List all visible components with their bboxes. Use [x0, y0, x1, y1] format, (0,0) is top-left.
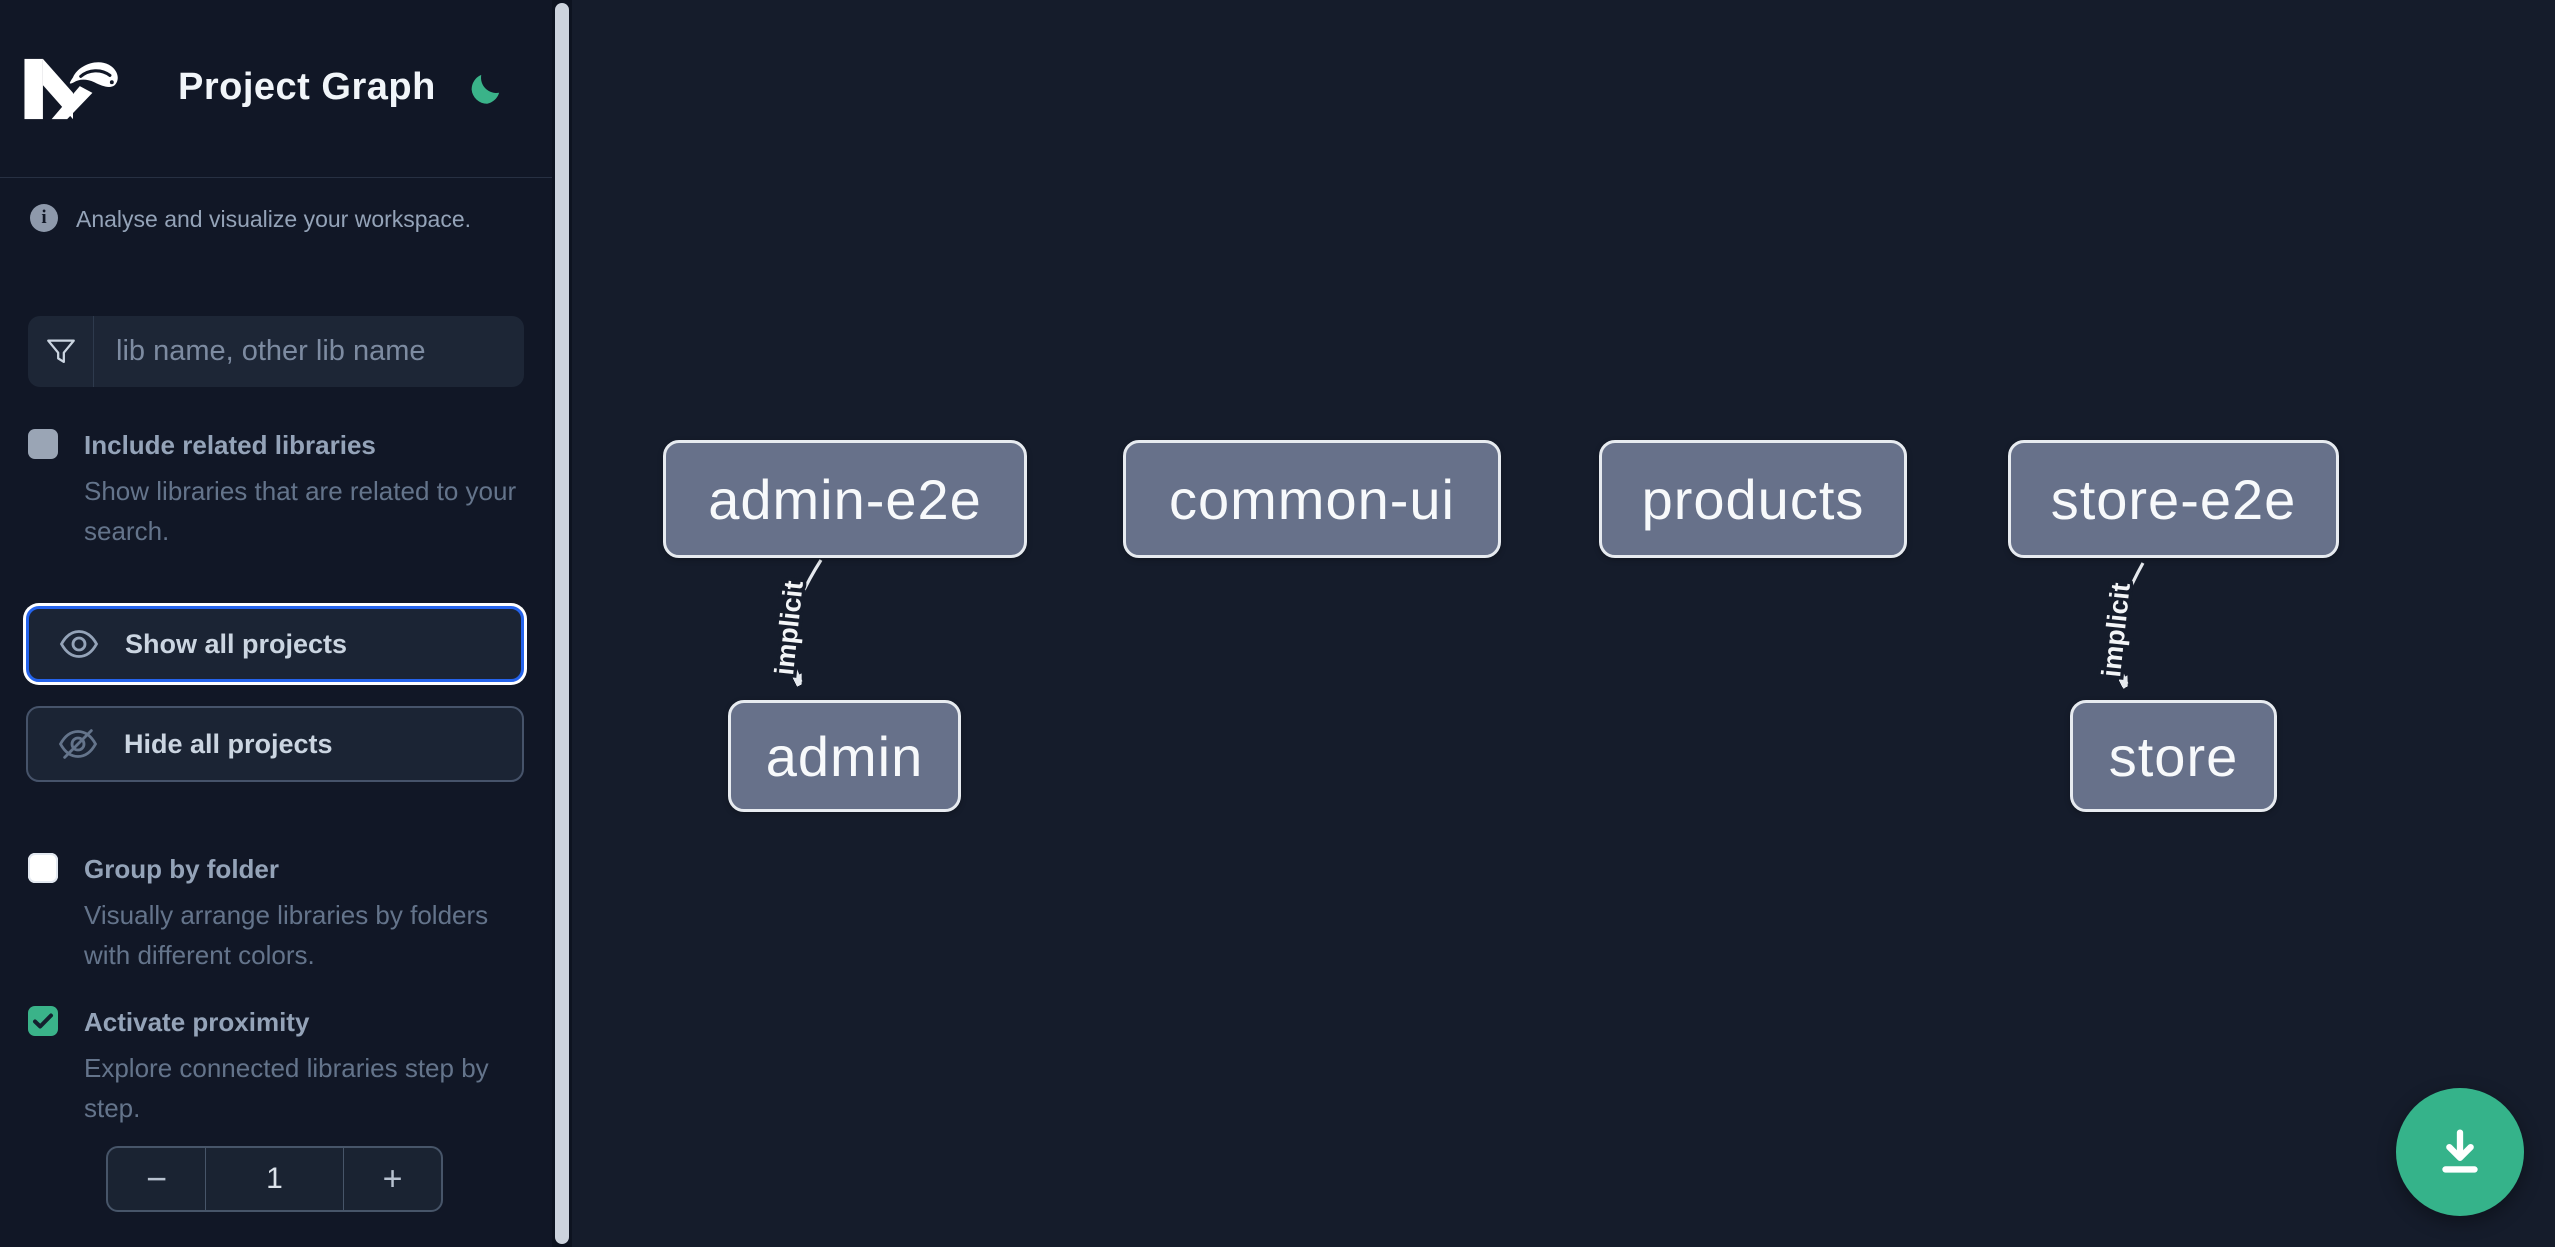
graph-node-admin[interactable]: admin [728, 700, 961, 812]
include-related-label[interactable]: Include related libraries [84, 430, 376, 460]
page-title: Project Graph [178, 66, 436, 108]
sidebar-header: Project Graph [0, 0, 552, 178]
graph-node-products[interactable]: products [1599, 440, 1907, 558]
filter-search-box [28, 316, 524, 387]
eye-icon [59, 630, 99, 658]
node-label: admin [765, 724, 924, 788]
node-label: store-e2e [2050, 467, 2297, 531]
funnel-icon [46, 339, 75, 363]
download-graph-button[interactable] [2396, 1088, 2524, 1216]
group-by-folder-checkbox[interactable] [28, 853, 58, 883]
node-label: common-ui [1169, 467, 1455, 531]
show-all-projects-button[interactable]: Show all projects [26, 606, 524, 682]
increment-button[interactable]: + [343, 1148, 441, 1210]
activate-proximity-checkbox[interactable] [28, 1006, 58, 1036]
graph-canvas[interactable]: implicit implicit admin-e2e common-ui pr… [572, 0, 2555, 1247]
node-label: store [2108, 724, 2239, 788]
sidebar-scrollbar-track [552, 0, 572, 1247]
edge-label: implicit [769, 579, 809, 676]
activate-proximity-label[interactable]: Activate proximity [84, 1007, 310, 1037]
show-all-projects-label: Show all projects [125, 628, 348, 659]
info-icon: i [30, 204, 58, 232]
node-label: products [1641, 467, 1865, 531]
download-icon [2442, 1129, 2478, 1173]
group-by-folder-label[interactable]: Group by folder [84, 854, 279, 884]
proximity-depth-stepper: − 1 + [106, 1146, 443, 1212]
graph-edges-layer: implicit implicit [766, 559, 2145, 1247]
funnel-icon-segment [28, 316, 94, 387]
node-label: admin-e2e [708, 467, 982, 531]
moon-icon[interactable] [466, 68, 506, 108]
edge-store-e2e-store[interactable]: implicit [2093, 562, 2145, 684]
graph-node-store-e2e[interactable]: store-e2e [2008, 440, 2339, 558]
group-by-folder-description: Visually arrange libraries by folders wi… [84, 900, 489, 970]
nx-logo-icon [24, 58, 118, 120]
edge-label: implicit [2096, 581, 2136, 678]
hide-all-projects-label: Hide all projects [124, 728, 333, 759]
decrement-button[interactable]: − [108, 1148, 206, 1210]
graph-node-common-ui[interactable]: common-ui [1123, 440, 1501, 558]
edge-admin-e2e-admin[interactable]: implicit [766, 559, 823, 682]
graph-node-admin-e2e[interactable]: admin-e2e [663, 440, 1027, 558]
eye-slash-icon [58, 729, 98, 759]
graph-node-store[interactable]: store [2070, 700, 2277, 812]
sidebar: Project Graph i Analyse and visualize yo… [0, 0, 552, 1247]
sidebar-scrollbar-thumb[interactable] [555, 3, 569, 1244]
include-related-checkbox[interactable] [28, 429, 58, 459]
search-input[interactable] [94, 316, 524, 387]
check-icon [33, 1013, 53, 1029]
hide-all-projects-button[interactable]: Hide all projects [26, 706, 524, 782]
proximity-depth-value: 1 [266, 1162, 283, 1195]
info-text: Analyse and visualize your workspace. [76, 206, 472, 232]
include-related-description: Show libraries that are related to your … [84, 476, 517, 546]
activate-proximity-description: Explore connected libraries step by step… [84, 1053, 489, 1123]
